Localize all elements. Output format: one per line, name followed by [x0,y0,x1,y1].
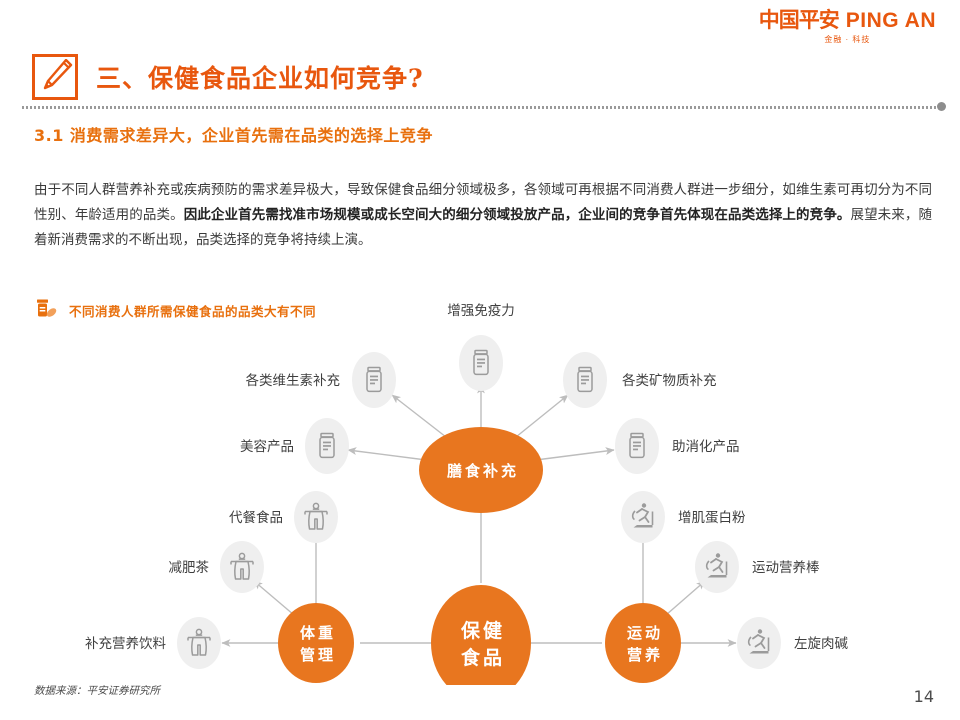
pencil-edit-icon [32,54,78,100]
leaf-label: 各类维生素补充 [246,373,341,389]
figure-caption-row: 不同消费人群所需保健食品的品类大有不同 [34,298,316,322]
leaf-label: 各类矿物质补充 [622,373,717,389]
leaf-node-immunity[interactable]: 增强免疫力 [447,303,515,391]
page-number: 14 [913,687,934,706]
connector-group-dietary [347,384,615,462]
leaf-label: 左旋肉碱 [794,636,848,652]
pill-bottle-icon [37,299,57,317]
leaf-label: 美容产品 [240,438,294,455]
leaf-label: 增肌蛋白粉 [678,510,746,526]
leaf-label: 运动营养棒 [752,560,820,576]
root-label-line1: 保健 [460,619,505,642]
header-divider [22,106,938,109]
leaf-label: 助消化产品 [672,439,740,455]
root-shape [431,585,531,685]
icon-bubble [220,541,264,593]
connector-group-weight [221,532,320,647]
leaf-node-diet-tea[interactable]: 减肥茶 [169,541,265,593]
paragraph-segment-bold: 因此企业首先需找准市场规模或成长空间大的细分领域投放产品，企业间的竞争首先体现在… [183,207,851,223]
section-subtitle: 3.1 消费需求差异大，企业首先需在品类的选择上竞争 [34,126,433,145]
diagram-canvas: 增强免疫力 各类维生素补充 各类矿物质补充 美容产品 助消化产品 [85,303,848,685]
root-label-line2: 食品 [461,646,505,669]
hub-node-dietary-supplement[interactable]: 膳食补充 [419,427,543,513]
root-node-health-food[interactable]: 保健 食品 [431,585,531,685]
hub-label-line1: 运动 [627,624,663,642]
hub-node-weight-management[interactable]: 体重 管理 [278,603,354,683]
header-divider-end-dot [937,102,946,111]
logo-chinese-name: 中国平安 [758,9,840,32]
hub-shape [605,603,681,683]
hub-label-line2: 管理 [300,646,336,664]
connector-dietary-digestion [527,447,615,462]
source-note: 数据来源：平安证券研究所 [34,685,160,697]
hub-shape [278,603,354,683]
leaf-node-vitamins[interactable]: 各类维生素补充 [246,352,397,408]
leaf-node-digestion[interactable]: 助消化产品 [615,418,740,474]
logo-tagline: 金融 · 科技 [824,35,871,44]
icon-bubble [294,491,338,543]
paragraph-segment-2: 展望未来，随着新消费需求的不断出现，品类选择的竞争将持续上演。 [34,207,933,248]
leaf-node-protein-powder[interactable]: 增肌蛋白粉 [621,491,746,543]
paragraph-segment-1: 由于不同人群营养补充或疾病预防的需求差异极大，导致保健食品细分领域极多，各领域可… [34,182,932,223]
hub-label-line1: 体重 [300,624,336,642]
leaf-label: 补充营养饮料 [85,636,166,652]
figure-caption: 不同消费人群所需保健食品的品类大有不同 [69,303,317,319]
leaf-node-beauty[interactable]: 美容产品 [240,418,349,474]
connector-sports-bar [665,580,706,616]
body-paragraph: 由于不同人群营养补充或疾病预防的需求差异极大，导致保健食品细分领域极多，各领域可… [34,178,932,253]
leaf-node-l-carnitine[interactable]: 左旋肉碱 [737,617,848,669]
hub-label-line2: 营养 [627,646,663,664]
connector-dietary-minerals [515,394,569,438]
leaf-label: 增强免疫力 [447,303,515,319]
leaf-label: 代餐食品 [229,509,283,526]
leaf-node-energy-bar[interactable]: 运动营养棒 [695,541,820,593]
hub-shape [419,427,543,513]
icon-bubble [737,617,781,669]
connector-dietary-beauty [347,447,435,462]
page-title-row: 三、保健食品企业如何竞争? [32,52,424,102]
connector-group-root [360,500,602,644]
connector-group-sports [639,532,737,647]
leaf-node-minerals[interactable]: 各类矿物质补充 [563,352,717,408]
connector-dietary-vitamins [391,394,447,438]
icon-bubble [695,541,739,593]
hub-node-sports-nutrition[interactable]: 运动 营养 [605,603,681,683]
category-relationship-diagram: 增强免疫力 各类维生素补充 各类矿物质补充 美容产品 助消化产品 [0,285,960,685]
icon-bubble [621,491,665,543]
leaf-label: 减肥茶 [169,560,210,576]
page-title: 三、保健食品企业如何竞争? [96,64,424,93]
leaf-node-meal-replacement[interactable]: 代餐食品 [229,491,338,543]
hub-label: 膳食补充 [447,462,519,480]
connector-weight-tea [253,580,295,616]
leaf-node-nutrition-drink[interactable]: 补充营养饮料 [85,617,221,669]
pencil-glyph [43,59,73,90]
icon-bubble [177,617,221,669]
logo-english-name: PING AN [845,9,936,32]
